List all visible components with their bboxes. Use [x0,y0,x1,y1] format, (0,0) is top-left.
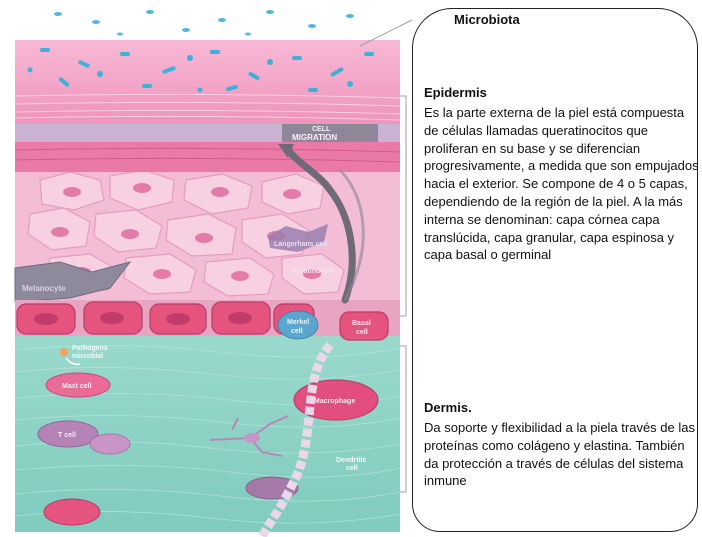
granular-layer [15,140,400,172]
melanocyte-label: Melanocyte [22,284,66,293]
pathogens-label-1: Pathogens [72,345,108,352]
pathogens-label-2: microbial [72,353,103,360]
epidermis-description: Es la parte externa de la piel está comp… [424,104,702,264]
merkel-label-1: Merkel [287,319,309,326]
cell-migration-label-1: CELL [312,126,331,133]
mast-cell-label: Mast cell [62,383,92,390]
merkel-label-2: cell [291,328,303,335]
t-cell-label: T cell [58,432,76,439]
microbiota-title: Microbiota [454,12,520,27]
macrophage-label: Macrophage [314,398,355,405]
cell-migration-label-2: MIGRATION [292,133,337,142]
dermis-title: Dermis. [424,400,472,415]
basal-label-1: Basal [352,320,371,327]
dendritic-label-1: Dendritic [336,457,366,464]
dermis-description: Da soporte y flexibilidad a la piela tra… [424,419,702,490]
epidermis-title: Epidermis [424,85,487,100]
langerhans-label: Langerhans cell [274,241,327,248]
floating-microbiota [54,10,354,36]
dendritic-label-2: cell [346,465,358,472]
basal-label-2: cell [356,329,368,336]
keratinocyte-label: Keratinocyte [292,268,335,275]
